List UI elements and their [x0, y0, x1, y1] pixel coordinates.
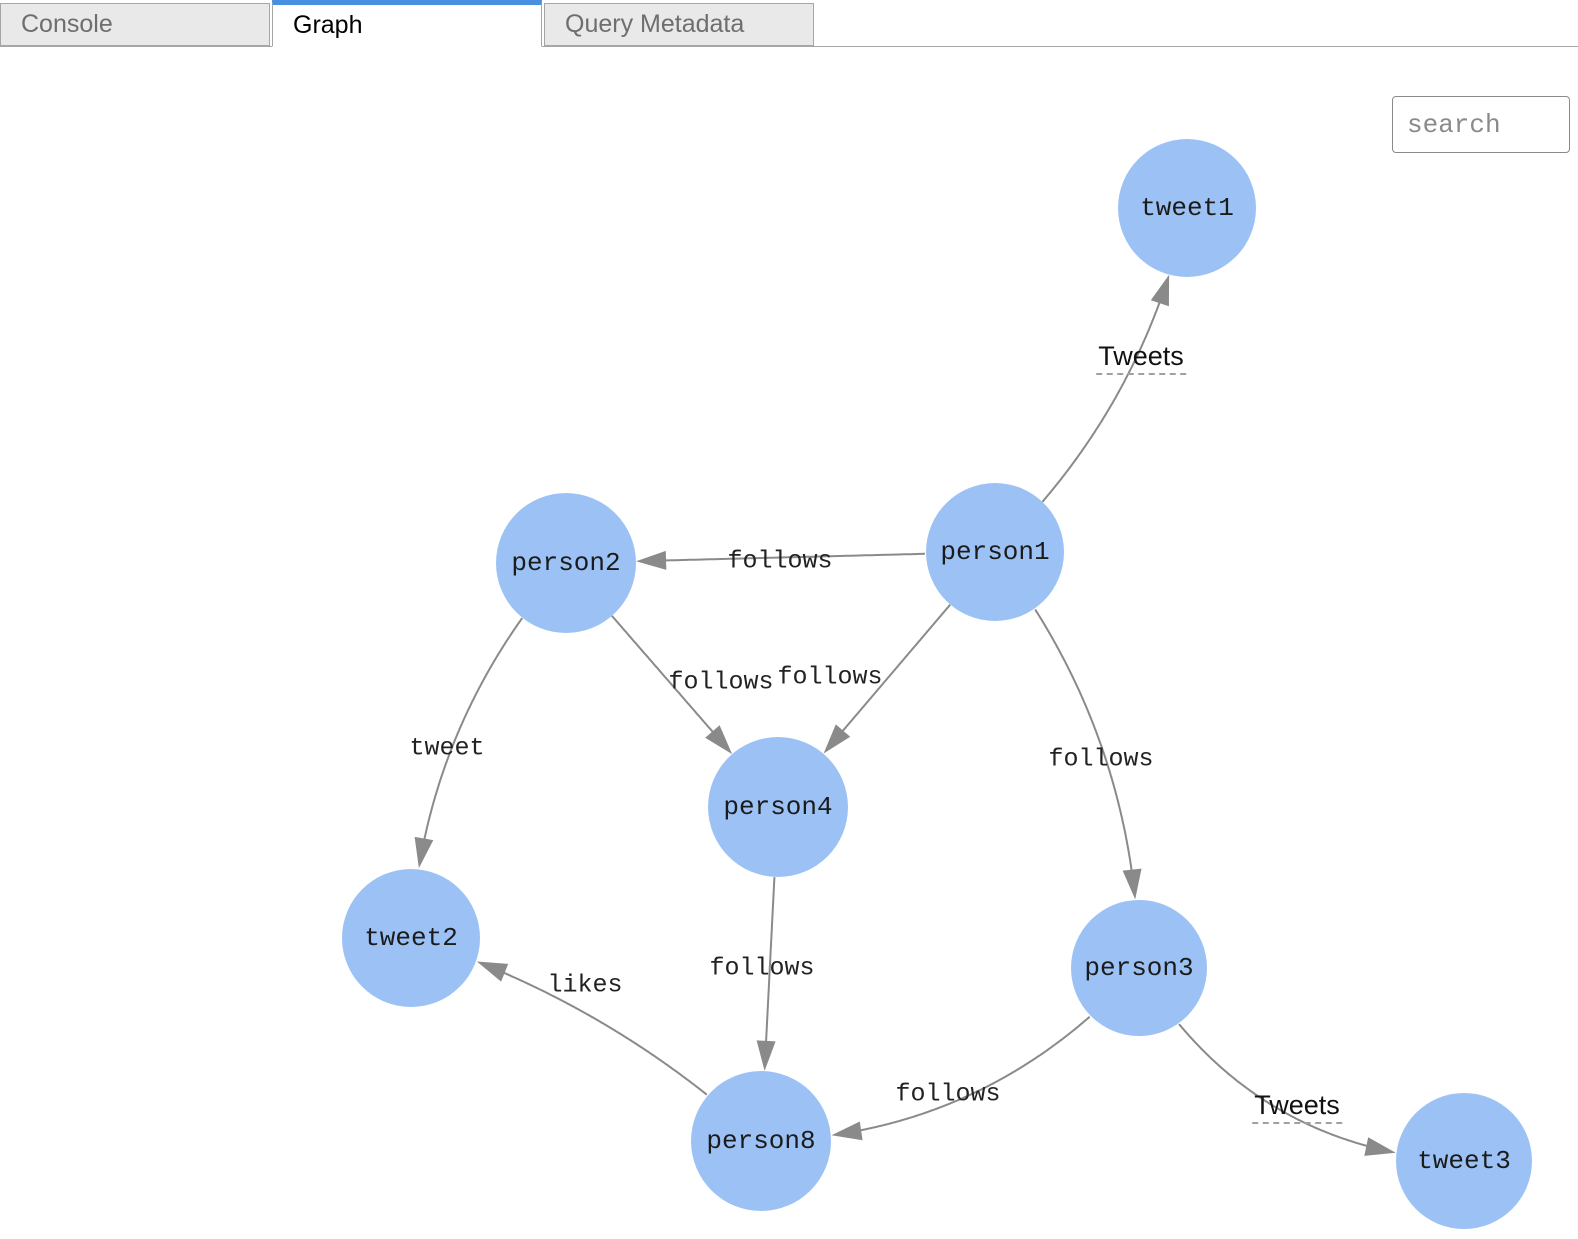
edge-label-person3-tweet3: Tweets	[1252, 1090, 1342, 1124]
tab-console[interactable]: Console	[0, 3, 270, 46]
edge-person3-tweet3[interactable]	[1178, 1023, 1374, 1149]
edge-label-person8-tweet2: likes	[547, 970, 623, 1000]
edge-person1-person4[interactable]	[838, 604, 951, 737]
arrowhead-person2-person4	[705, 725, 733, 755]
edge-person2-person4[interactable]	[611, 615, 718, 738]
edge-person1-person2[interactable]	[659, 552, 925, 562]
tab-query-metadata[interactable]: Query Metadata	[544, 3, 814, 46]
arrowhead-person1-person3	[1122, 868, 1142, 900]
edge-label-person1-tweet1: Tweets	[1096, 341, 1186, 375]
arrowhead-person3-person8	[831, 1121, 863, 1141]
node-person3[interactable]: person3	[1071, 900, 1207, 1036]
node-person4[interactable]: person4	[708, 737, 848, 877]
node-person8[interactable]: person8	[691, 1071, 831, 1211]
node-tweet3[interactable]: tweet3	[1396, 1093, 1532, 1229]
node-person1[interactable]: person1	[926, 483, 1064, 621]
edge-label-person2-tweet2: tweet	[409, 733, 485, 763]
search-input[interactable]	[1392, 96, 1570, 153]
edge-person8-tweet2[interactable]	[497, 969, 708, 1096]
edge-label-person4-person8: follows	[709, 953, 815, 983]
node-tweet1[interactable]: tweet1	[1118, 139, 1256, 277]
arrowhead-person4-person8	[756, 1040, 776, 1071]
edge-person1-tweet1[interactable]	[1041, 295, 1163, 503]
node-tweet2[interactable]: tweet2	[342, 869, 480, 1007]
edge-person4-person8[interactable]	[764, 877, 776, 1048]
arrowhead-person2-tweet2	[414, 836, 434, 869]
edge-person1-person3[interactable]	[1034, 608, 1134, 878]
arrowhead-person3-tweet3	[1364, 1137, 1396, 1156]
tab-graph[interactable]: Graph	[272, 0, 542, 47]
edge-person3-person8[interactable]	[853, 1015, 1091, 1133]
edge-label-person2-person4: follows	[668, 667, 774, 697]
arrowhead-person1-person2	[636, 550, 667, 570]
arrowhead-person1-tweet1	[1150, 274, 1170, 307]
edge-label-person1-person4: follows	[777, 662, 883, 692]
edge-label-person1-person3: follows	[1048, 744, 1154, 774]
node-person2[interactable]: person2	[496, 493, 636, 633]
edge-label-person1-person2: follows	[727, 546, 833, 576]
arrowhead-person1-person4	[823, 724, 851, 754]
edge-person2-tweet2[interactable]	[422, 617, 524, 846]
edge-label-person3-person8: follows	[895, 1079, 1001, 1109]
arrowhead-person8-tweet2	[476, 961, 509, 982]
